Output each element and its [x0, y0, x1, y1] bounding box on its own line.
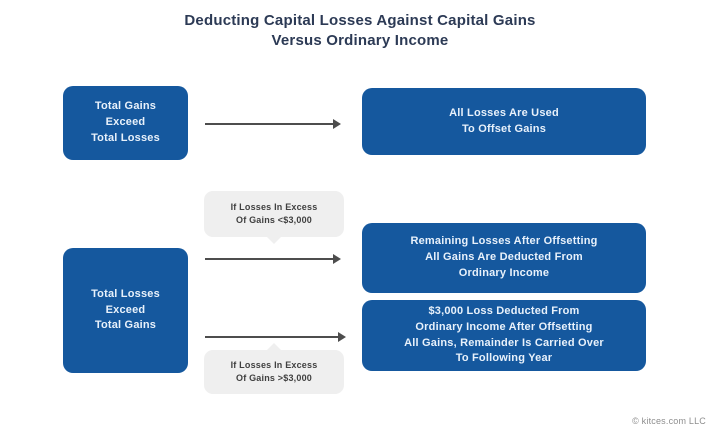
arrow-losses-to-deducted: [205, 254, 341, 264]
node-remaining-losses-deducted: Remaining Losses After Offsetting All Ga…: [362, 223, 646, 293]
node-total-gains-exceed-losses: Total Gains Exceed Total Losses: [63, 86, 188, 160]
arrow-gains-to-offset: [205, 119, 341, 129]
callout-tail-down: [266, 236, 282, 244]
condition-label: If Losses In Excess Of Gains >$3,000: [230, 359, 318, 384]
copyright-notice: © kitces.com LLC: [632, 416, 706, 426]
node-all-losses-offset-gains: All Losses Are Used To Offset Gains: [362, 88, 646, 155]
node-label: Total Gains Exceed Total Losses: [91, 100, 160, 144]
diagram-title: Deducting Capital Losses Against Capital…: [184, 12, 536, 50]
node-label: Total Losses Exceed Total Gains: [91, 287, 160, 332]
node-label: All Losses Are Used To Offset Gains: [449, 106, 559, 135]
node-label: Remaining Losses After Offsetting All Ga…: [410, 235, 598, 279]
node-label: $3,000 Loss Deducted From Ordinary Incom…: [404, 304, 604, 365]
condition-losses-under-3000: If Losses In Excess Of Gains <$3,000: [204, 191, 344, 244]
node-3000-loss-carryover: $3,000 Loss Deducted From Ordinary Incom…: [362, 300, 646, 371]
arrow-losses-to-carryover: [205, 332, 346, 342]
node-total-losses-exceed-gains: Total Losses Exceed Total Gains: [63, 248, 188, 373]
condition-losses-over-3000: If Losses In Excess Of Gains >$3,000: [204, 343, 344, 394]
condition-label: If Losses In Excess Of Gains <$3,000: [230, 201, 318, 226]
callout-tail-up: [266, 343, 282, 351]
